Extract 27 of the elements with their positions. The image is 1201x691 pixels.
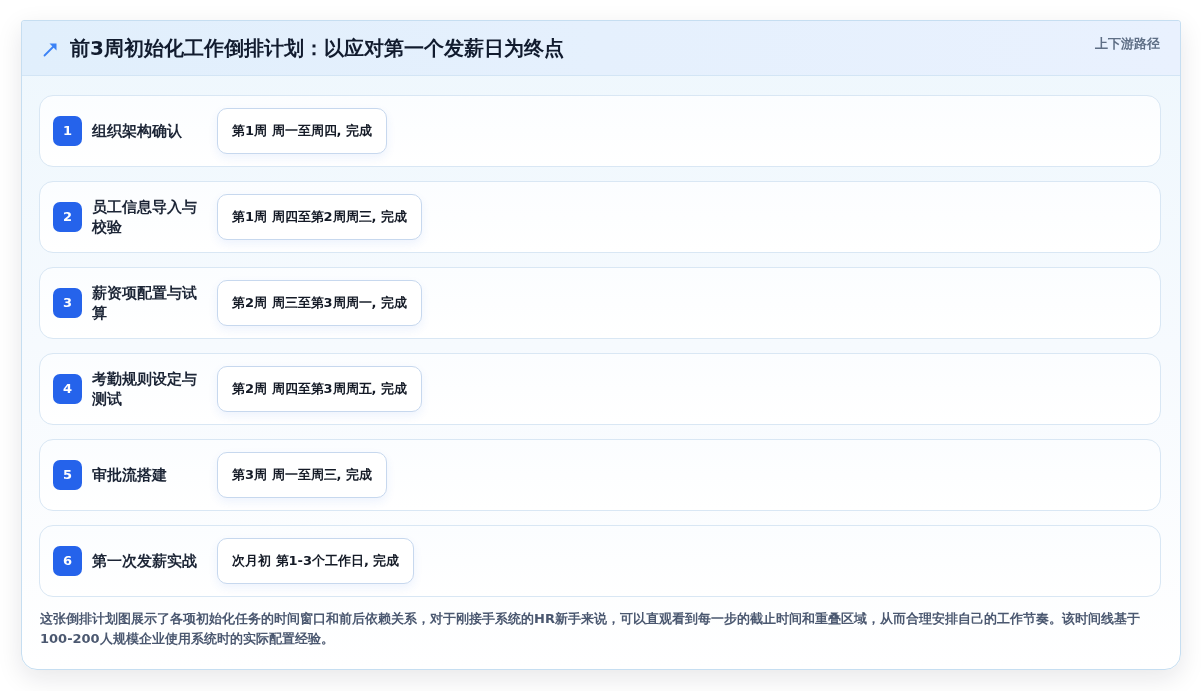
number-badge: 6 [53,546,82,576]
caption: 这张倒排计划图展示了各项初始化任务的时间窗口和前后依赖关系，对于刚接手系统的HR新手来说，可以直观看到每一步的截止时间和重叠区域，从而合理安排自己的工作节奏。该时间线基于100-200人规模企业使用系统时的实际配置经验。 [40,610,1141,648]
step-name: 薪资项配置与试算 [92,283,198,323]
step-name: 第一次发薪实战 [92,551,198,571]
step-card [39,95,1161,167]
time-pill: 第3周 周一至周三, 完成 [217,452,388,498]
number-badge: 2 [53,202,82,232]
time-pill: 第1周 周四至第2周周三, 完成 [217,194,423,240]
number-badge: 5 [53,460,82,490]
step-card [39,439,1161,511]
time-pill: 第2周 周三至第3周周一, 完成 [217,280,423,326]
number-badge: 4 [53,374,82,404]
step-name: 组织架构确认 [92,121,183,141]
step-card [39,353,1161,425]
step-card [39,525,1161,597]
title: 前3周初始化工作倒排计划：以应对第一个发薪日为终点 [70,35,564,62]
number-badge: 3 [53,288,82,318]
time-pill: 第1周 周一至周四, 完成 [217,108,388,154]
time-pill: 第2周 周四至第3周周五, 完成 [217,366,423,412]
time-pill: 次月初 第1-3个工作日, 完成 [217,538,415,584]
header-note: 上下游路径 [1095,36,1160,52]
step-card [39,181,1161,253]
step-name: 考勤规则设定与测试 [92,369,198,409]
step-name: 员工信息导入与校验 [92,197,198,237]
step-name: 审批流搭建 [92,465,168,485]
step-card [39,267,1161,339]
number-badge: 1 [53,116,82,146]
